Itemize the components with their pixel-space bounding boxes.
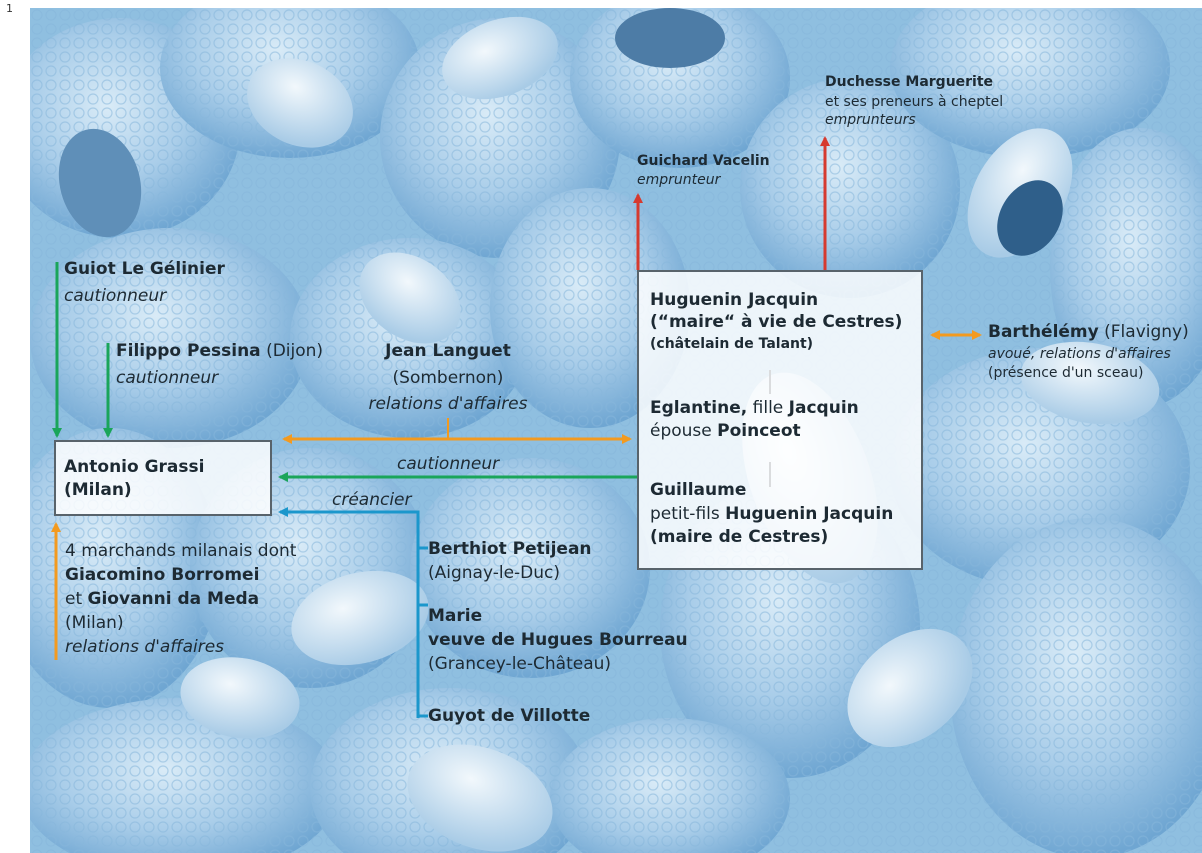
barthelemy-role: avoué, relations d'affaires <box>988 346 1171 363</box>
marchands-name1: Giacomino Borromei <box>65 565 259 586</box>
node-huguenin-family: Huguenin Jacquin (“maire“ à vie de Cestr… <box>637 270 923 570</box>
guiot-role: cautionneur <box>64 286 166 307</box>
jean-name: Jean Languet <box>358 341 538 362</box>
marie-desc: veuve de Hugues Bourreau <box>428 630 688 651</box>
berthiot-name: Berthiot Petijean <box>428 539 592 560</box>
node-antonio-grassi: Antonio Grassi (Milan) <box>54 440 272 516</box>
huguenin-title: (“maire“ à vie de Cestres) <box>650 312 902 333</box>
guillaume-title: (maire de Cestres) <box>650 527 828 548</box>
barthelemy-line: Barthélémy (Flavigny) <box>988 322 1189 343</box>
marchands-place: (Milan) <box>65 613 124 634</box>
arrow-creanciers-antonio <box>280 512 418 718</box>
filippo-role: cautionneur <box>116 368 218 389</box>
guillaume-line2: petit-fils Huguenin Jacquin <box>650 504 893 525</box>
marie-place: (Grancey-le-Château) <box>428 654 611 675</box>
jean-role: relations d'affaires <box>348 394 548 415</box>
marchands-line3: et Giovanni da Meda <box>65 589 259 610</box>
guichard-name: Guichard Vacelin <box>637 153 770 170</box>
edge-label-creancier: créancier <box>332 490 412 511</box>
huguenin-name: Huguenin Jacquin <box>650 290 818 311</box>
guiot-name: Guiot Le Gélinier <box>64 259 225 280</box>
marchands-line1: 4 marchands milanais dont <box>65 541 296 562</box>
edge-label-cautionneur: cautionneur <box>397 454 499 475</box>
jean-place: (Sombernon) <box>358 368 538 389</box>
guichard-role: emprunteur <box>637 172 720 189</box>
guillaume-name: Guillaume <box>650 480 746 501</box>
eglantine-line2: épouse Poinceot <box>650 421 801 442</box>
antonio-place: (Milan) <box>64 480 132 501</box>
marie-name: Marie <box>428 606 482 627</box>
barthelemy-note: (présence d'un sceau) <box>988 365 1143 382</box>
duchesse-role: emprunteurs <box>825 112 916 129</box>
eglantine-line: Eglantine, fille Jacquin <box>650 398 859 419</box>
guyot-name: Guyot de Villotte <box>428 706 590 727</box>
marchands-role: relations d'affaires <box>65 637 224 658</box>
filippo-line: Filippo Pessina (Dijon) <box>116 341 323 362</box>
huguenin-title2: (châtelain de Talant) <box>650 336 813 353</box>
antonio-name: Antonio Grassi <box>64 457 204 478</box>
duchesse-name: Duchesse Marguerite <box>825 74 993 91</box>
berthiot-place: (Aignay-le-Duc) <box>428 563 560 584</box>
duchesse-desc: et ses preneurs à cheptel <box>825 94 1003 111</box>
